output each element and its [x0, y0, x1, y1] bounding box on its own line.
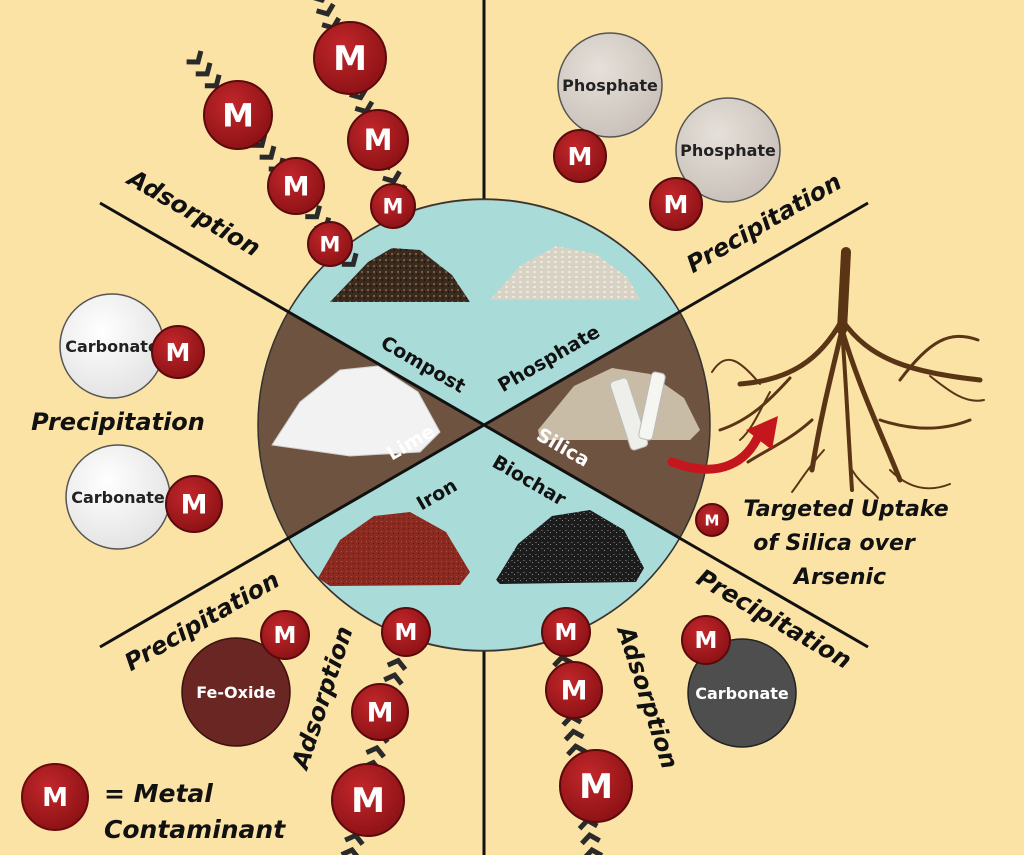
- metal-letter: M: [166, 338, 191, 367]
- carbonate-ball-1: Carbonate: [59, 293, 165, 399]
- legend-line-2: Contaminant: [104, 815, 286, 844]
- metal-contaminant: M: [260, 610, 310, 660]
- chevron-arrow-icon: [341, 252, 359, 267]
- metal-letter: M: [695, 628, 718, 654]
- plant-roots: [711, 247, 985, 499]
- metal-letter: M: [383, 194, 404, 218]
- carbonate-ball-label: Carbonate: [71, 488, 165, 507]
- chevron-arrow-icon: [365, 744, 386, 759]
- metal-letter: M: [364, 123, 393, 157]
- metal-letter: M: [395, 620, 418, 646]
- chevron-arrow-icon: [340, 846, 360, 855]
- phosphate-ball-label: Phosphate: [680, 141, 776, 160]
- carbonate-ball-2: Carbonate: [65, 444, 171, 550]
- metal-contaminants: M M M M M M M M M M M M M M M M M M M: [151, 21, 731, 837]
- chevron-arrow-icon: [344, 832, 365, 846]
- chevron-arrow-icon: [195, 62, 213, 77]
- legend-metal-letter: M: [42, 783, 68, 813]
- metal-letter: M: [367, 698, 394, 729]
- chevron-arrow-icon: [382, 170, 402, 185]
- carbonate-dark-ball-label: Carbonate: [695, 684, 789, 703]
- divider-diag-2: [99, 201, 869, 649]
- chevron-arrow-icon: [580, 832, 601, 846]
- legend: M = Metal Contaminant: [21, 763, 286, 844]
- metal-contaminant: M: [695, 503, 729, 537]
- metal-contaminant: M: [545, 661, 603, 719]
- silica-crystal: [638, 371, 666, 441]
- metal-contaminant: M: [649, 177, 703, 231]
- chevron-arrow-icon: [305, 205, 322, 220]
- fe-oxide-ball-label: Fe-Oxide: [196, 683, 276, 702]
- wedge-bottom: [289, 425, 679, 650]
- metal-contaminant: M: [307, 221, 353, 267]
- phosphate-pile: [490, 246, 640, 300]
- metal-letter: M: [568, 142, 593, 171]
- biochar-pile: [496, 510, 644, 584]
- metal-letter: M: [351, 781, 385, 821]
- phosphate-ball-2: Phosphate: [675, 97, 781, 203]
- metal-letter: M: [320, 232, 341, 256]
- chevron-arrow-icon: [583, 846, 604, 855]
- silica-note-line-1: Targeted Uptake: [743, 497, 948, 522]
- carbonate-ball-label: Carbonate: [65, 337, 159, 356]
- legend-metal-symbol: [21, 763, 89, 831]
- compost-pile: [330, 248, 470, 302]
- metal-contaminant: M: [165, 475, 223, 533]
- mechanism-precipitation-left: Precipitation: [31, 408, 205, 436]
- uptake-arrowhead: [746, 416, 778, 450]
- metal-contaminant: M: [313, 21, 387, 95]
- metal-contaminant: M: [203, 80, 273, 150]
- chevron-arrow-icon: [259, 145, 277, 160]
- chevron-arrow-icon: [563, 728, 585, 742]
- metal-contaminant: M: [347, 109, 409, 171]
- chevron-arrow-icon: [566, 743, 587, 757]
- iron-pile: [318, 512, 470, 586]
- uptake-arrow: [667, 427, 765, 474]
- metal-contaminant: M: [267, 157, 325, 215]
- metal-contaminant: M: [151, 325, 205, 379]
- fe-oxide-ball: Fe-Oxide: [181, 637, 291, 747]
- chevron-arrow-icon: [552, 654, 573, 668]
- metal-letter: M: [274, 623, 297, 649]
- metal-contaminant: M: [559, 749, 633, 823]
- metal-letter: M: [222, 97, 254, 135]
- metal-contaminant: M: [681, 615, 731, 665]
- legend-line-1: = Metal: [104, 779, 213, 808]
- metal-letter: M: [555, 620, 578, 646]
- metal-contaminant: M: [331, 763, 405, 837]
- metal-contaminant: M: [553, 129, 607, 183]
- metal-letter: M: [561, 676, 588, 707]
- metal-contaminant: M: [541, 607, 591, 657]
- silica-note-line-2: of Silica over: [753, 531, 916, 556]
- chevron-arrow-icon: [383, 672, 404, 686]
- phosphate-ball-1: Phosphate: [557, 32, 663, 138]
- metal-letter: M: [283, 172, 310, 203]
- phosphate-ball-label: Phosphate: [562, 76, 658, 95]
- chevron-arrow-icon: [186, 50, 204, 65]
- metal-letter: M: [333, 39, 367, 79]
- metal-letter: M: [664, 190, 689, 219]
- metal-letter: M: [579, 767, 613, 807]
- metal-contaminant: M: [381, 607, 431, 657]
- metal-contaminant: M: [370, 183, 416, 229]
- silica-note-line-3: Arsenic: [792, 565, 886, 590]
- carbonate-dark-ball: Carbonate: [687, 638, 797, 748]
- metal-contaminant: M: [351, 683, 409, 741]
- chevron-arrow-icon: [386, 657, 408, 672]
- metal-letter: M: [705, 511, 720, 529]
- silica-crystal: [609, 377, 649, 451]
- lime-pile: [271, 365, 441, 457]
- chevron-arrow-icon: [204, 74, 222, 89]
- chevron-arrow-icon: [315, 2, 336, 17]
- metal-letter: M: [181, 490, 208, 521]
